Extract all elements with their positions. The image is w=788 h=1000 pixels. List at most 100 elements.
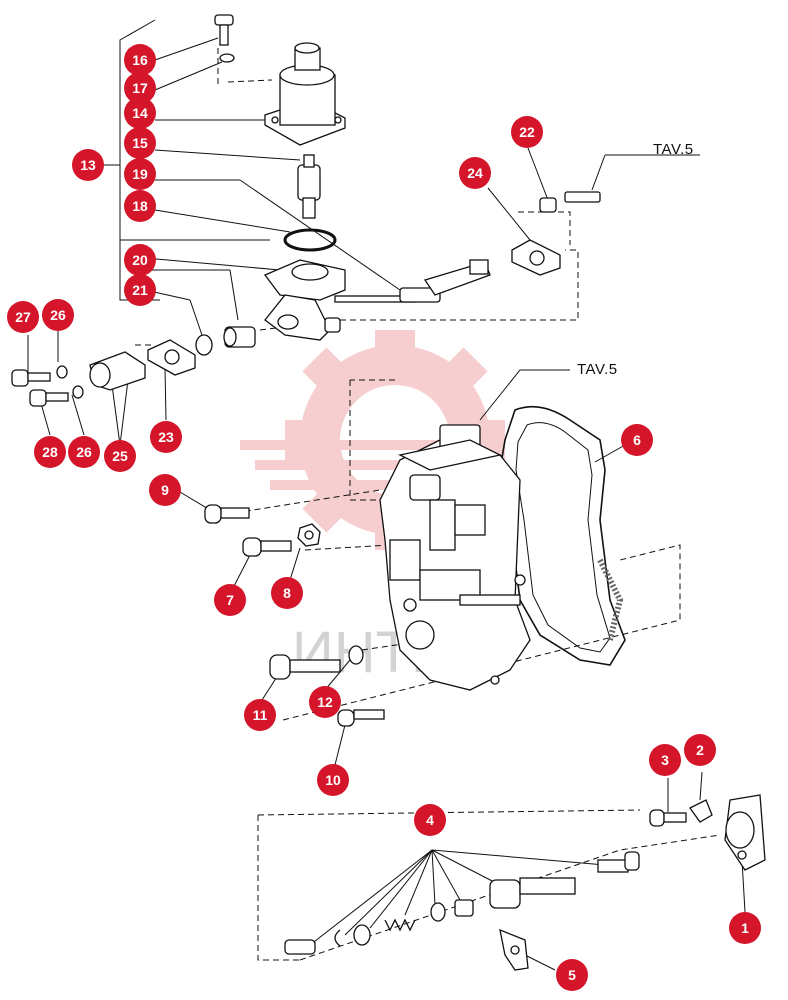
callout-number: 16	[132, 52, 148, 68]
callout-25: 25	[104, 440, 136, 472]
part-16-screw	[214, 14, 234, 46]
callout-13: 13	[72, 149, 104, 181]
callout-number: 18	[132, 198, 148, 214]
callout-21: 21	[124, 274, 156, 306]
callout-circle	[124, 127, 156, 159]
callout-number: 6	[633, 432, 641, 448]
callout-15: 15	[124, 127, 156, 159]
reference-label-middle: TAV.5	[577, 361, 618, 378]
callout-circle	[309, 686, 341, 718]
callout-circle	[7, 301, 39, 333]
callout-3: 3	[649, 744, 681, 776]
callout-number: 9	[161, 482, 169, 498]
part-27-screw	[11, 369, 51, 387]
callout-7: 7	[214, 584, 246, 616]
part-6-gasket	[499, 405, 626, 666]
callout-number: 15	[132, 135, 148, 151]
main-housing	[379, 424, 531, 691]
callout-27: 27	[7, 301, 39, 333]
callout-number: 24	[467, 165, 483, 181]
part-5-clip	[499, 928, 529, 971]
callout-number: 26	[76, 444, 92, 460]
callout-circle	[317, 764, 349, 796]
callout-number: 5	[568, 967, 576, 983]
callout-circle	[124, 72, 156, 104]
callout-circle	[124, 97, 156, 129]
callout-14: 14	[124, 97, 156, 129]
callout-number: 3	[661, 752, 669, 768]
part-14-actuator	[264, 42, 346, 146]
callout-20: 20	[124, 244, 156, 276]
callout-12: 12	[309, 686, 341, 718]
callout-circle	[124, 158, 156, 190]
callout-number: 26	[50, 307, 66, 323]
callout-circle	[124, 244, 156, 276]
callout-9: 9	[149, 474, 181, 506]
callout-number: 10	[325, 772, 341, 788]
callout-circle	[684, 734, 716, 766]
part-7-screw	[242, 537, 292, 557]
part-3-screw	[649, 809, 687, 827]
part-22-nut	[539, 191, 601, 213]
callout-5: 5	[556, 959, 588, 991]
part-4-shaft-assembly	[284, 851, 640, 955]
callout-22: 22	[511, 116, 543, 148]
callout-circle	[649, 744, 681, 776]
part-11-bolt	[269, 654, 341, 680]
callout-circle	[150, 421, 182, 453]
part-9-screw	[204, 504, 250, 524]
part-28-screw	[29, 389, 69, 407]
part-17-washer	[219, 53, 235, 63]
callout-10: 10	[317, 764, 349, 796]
callout-6: 6	[621, 424, 653, 456]
part-21-washer	[195, 334, 213, 356]
callout-circle	[124, 274, 156, 306]
part-18-o-ring	[283, 228, 337, 252]
callout-number: 12	[317, 694, 333, 710]
callout-circle	[42, 299, 74, 331]
callout-circle	[271, 577, 303, 609]
callout-26: 26	[68, 436, 100, 468]
callout-number: 1	[741, 920, 749, 936]
callout-23: 23	[150, 421, 182, 453]
part-24-gasket	[511, 239, 561, 276]
callout-number: 11	[253, 707, 268, 723]
callout-circle	[729, 912, 761, 944]
callout-number: 7	[226, 592, 234, 608]
part-10-screw	[337, 709, 385, 727]
part-23-gasket	[147, 339, 196, 376]
callout-28: 28	[34, 436, 66, 468]
part-8-nut	[297, 523, 321, 547]
callout-circle	[149, 474, 181, 506]
callout-number: 25	[112, 448, 128, 464]
callout-circle	[124, 190, 156, 222]
callout-17: 17	[124, 72, 156, 104]
callout-circle	[244, 699, 276, 731]
part-25-cap	[89, 351, 146, 391]
callout-4: 4	[414, 804, 446, 836]
callout-number: 19	[132, 166, 148, 182]
part-26-washer-2	[72, 385, 84, 399]
callout-2: 2	[684, 734, 716, 766]
callout-18: 18	[124, 190, 156, 222]
callout-circle	[68, 436, 100, 468]
callout-circle	[124, 44, 156, 76]
callout-26: 26	[42, 299, 74, 331]
callout-16: 16	[124, 44, 156, 76]
part-12-washer	[348, 645, 364, 665]
part-19-rod	[334, 259, 491, 303]
callout-1: 1	[729, 912, 761, 944]
callout-number: 4	[426, 812, 434, 828]
callout-circle	[214, 584, 246, 616]
callout-number: 22	[519, 124, 535, 140]
callout-circle	[104, 440, 136, 472]
callout-number: 23	[158, 429, 174, 445]
callout-circle	[34, 436, 66, 468]
part-20-bushing	[223, 326, 256, 348]
callout-circle	[556, 959, 588, 991]
reference-label-top: TAV.5	[653, 141, 694, 158]
part-2-tab	[689, 799, 713, 823]
part-15-plunger	[297, 154, 321, 219]
